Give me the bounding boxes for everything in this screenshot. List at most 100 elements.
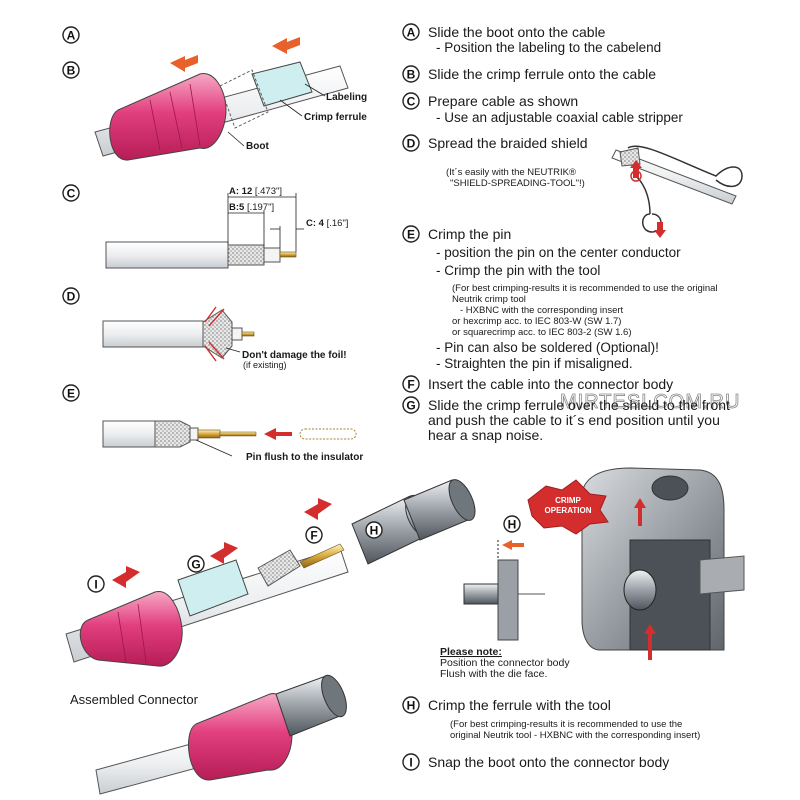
badge-h: H xyxy=(365,521,383,539)
arrow-down-icon xyxy=(654,222,666,238)
step-e-bullet-3: - Pin can also be soldered (Optional)! xyxy=(436,340,659,355)
instruction-e: E Crimp the pin - position the pin on th… xyxy=(402,225,718,371)
badge-h-tool: H xyxy=(503,515,521,533)
illustration-assembled-connector xyxy=(95,674,347,795)
step-a-title: Slide the boot onto the cable xyxy=(428,24,606,40)
svg-text:A: A xyxy=(67,29,76,43)
dim-a-label: A: 12 [.473"] xyxy=(229,186,282,197)
label-boot: Boot xyxy=(246,141,269,152)
svg-text:B: B xyxy=(407,68,416,82)
arrow-left-icon xyxy=(272,37,300,54)
label-crimp-ferrule: Crimp ferrule xyxy=(304,112,367,123)
pin-flush-label: Pin flush to the insulator xyxy=(246,452,363,463)
instruction-i: I Snap the boot onto the connector body xyxy=(402,753,669,771)
please-note-block: Please note: Position the connector body… xyxy=(440,646,570,680)
arrow-down-icon xyxy=(634,498,646,526)
svg-text:D: D xyxy=(407,137,416,151)
label-labeling: Labeling xyxy=(326,92,367,103)
illustration-boot-and-ferrule: Labeling Crimp ferrule Boot xyxy=(94,37,367,161)
svg-text:I: I xyxy=(409,756,412,770)
arrow-left-icon xyxy=(170,55,198,72)
step-a-sub: - Position the labeling to the cabelend xyxy=(436,40,661,55)
svg-text:G: G xyxy=(191,558,200,572)
step-g-line-2: and push the cable to it´s end position … xyxy=(428,412,720,428)
please-note-line-1: Position the connector body xyxy=(440,657,570,669)
svg-text:B: B xyxy=(67,64,76,78)
illustration-crimp-pin: Pin flush to the insulator xyxy=(102,420,363,463)
illustration-cable-strip-dimensions: A: 12 [.473"] B:5 [.197"] C: 4 [.16"] xyxy=(105,186,348,269)
badge-g: G xyxy=(187,555,205,573)
dim-c-label: C: 4 [.16"] xyxy=(306,218,348,229)
dim-b-label: B:5 [.197"] xyxy=(229,202,274,213)
illustration-die-alignment xyxy=(463,540,545,641)
step-e-fine-2: Neutrik crimp tool xyxy=(452,294,526,305)
svg-text:E: E xyxy=(67,387,75,401)
badge-e: E xyxy=(62,384,80,402)
badge-c: C xyxy=(62,184,80,202)
step-e-bullet-2: - Crimp the pin with the tool xyxy=(436,263,600,278)
arrow-right-icon xyxy=(112,566,140,588)
svg-text:A: A xyxy=(407,26,416,40)
svg-text:D: D xyxy=(67,290,76,304)
step-d-note-2: "SHIELD-SPREADING-TOOL"!) xyxy=(450,178,585,189)
arrow-up-icon xyxy=(644,624,656,660)
instruction-b: B Slide the crimp ferrule onto the cable xyxy=(402,65,656,83)
step-g-line-1: Slide the crimp ferrule over the shield … xyxy=(428,397,730,413)
bnc-connector-body xyxy=(351,479,476,565)
foil-note: (if existing) xyxy=(243,360,287,370)
please-note-line-2: Flush with the die face. xyxy=(440,668,547,680)
step-e-bullet-4: - Straighten the pin if misaligned. xyxy=(436,356,633,371)
arrow-right-icon xyxy=(304,498,332,520)
step-i-title: Snap the boot onto the connector body xyxy=(428,754,669,770)
step-h-fine-2: original Neutrik tool - HXBNC with the c… xyxy=(450,730,700,741)
illustration-shield-spreading-tool xyxy=(611,145,743,238)
please-note-heading: Please note: xyxy=(440,646,502,658)
step-d-note-1: (It´s easily with the NEUTRIK® xyxy=(446,167,576,178)
badge-b: B xyxy=(62,61,80,79)
svg-text:E: E xyxy=(407,228,415,242)
crimp-operation-badge: CRIMP OPERATION xyxy=(527,479,609,535)
svg-text:F: F xyxy=(310,529,317,543)
instruction-d: D Spread the braided shield (It´s easily… xyxy=(402,134,588,189)
svg-text:C: C xyxy=(407,95,416,109)
svg-text:OPERATION: OPERATION xyxy=(545,506,592,515)
step-e-fine-1: (For best crimping-results it is recomme… xyxy=(452,283,718,294)
instruction-h: H Crimp the ferrule with the tool (For b… xyxy=(402,696,700,741)
badge-f: F xyxy=(305,526,323,544)
badge-a: A xyxy=(62,26,80,44)
svg-text:H: H xyxy=(370,524,379,538)
svg-text:C: C xyxy=(67,187,76,201)
svg-text:G: G xyxy=(406,399,415,413)
svg-text:H: H xyxy=(508,518,517,532)
svg-text:CRIMP: CRIMP xyxy=(555,496,581,505)
watermark: MIRTESLCOM.RU xyxy=(560,391,740,413)
step-e-title: Crimp the pin xyxy=(428,226,511,242)
illustration-crimp-tool xyxy=(581,467,745,660)
step-e-bullet-1: - position the pin on the center conduct… xyxy=(436,245,681,260)
illustration-exploded-assembly: I G F H xyxy=(65,479,476,667)
badge-i: I xyxy=(87,575,105,593)
step-h-fine-1: (For best crimping-results it is recomme… xyxy=(450,719,682,730)
step-e-fine-3: - HXBNC with the corresponding insert xyxy=(460,305,624,316)
assembled-connector-label: Assembled Connector xyxy=(70,692,199,707)
step-c-sub: - Use an adjustable coaxial cable stripp… xyxy=(436,110,683,125)
instruction-f: F Insert the cable into the connector bo… xyxy=(402,375,673,393)
instruction-g: G Slide the crimp ferrule over the shiel… xyxy=(402,396,730,443)
svg-text:I: I xyxy=(94,578,97,592)
step-e-fine-5: or squarecrimp acc. to IEC 803-2 (SW 1.6… xyxy=(452,327,632,338)
instruction-c: C Prepare cable as shown - Use an adjust… xyxy=(402,92,683,125)
step-d-title: Spread the braided shield xyxy=(428,135,588,151)
svg-text:H: H xyxy=(407,699,416,713)
arrow-up-icon xyxy=(630,160,642,178)
arrow-left-icon xyxy=(264,428,292,440)
foil-warning: Don't damage the foil! xyxy=(242,350,347,361)
svg-text:F: F xyxy=(407,378,414,392)
step-c-title: Prepare cable as shown xyxy=(428,93,578,109)
step-b-title: Slide the crimp ferrule onto the cable xyxy=(428,66,656,82)
arrow-right-icon xyxy=(210,542,238,564)
step-g-line-3: hear a snap noise. xyxy=(428,427,543,443)
illustration-spread-shield: Don't damage the foil! (if existing) xyxy=(102,306,347,370)
step-f-title: Insert the cable into the connector body xyxy=(428,376,673,392)
instruction-a: A Slide the boot onto the cable - Positi… xyxy=(402,23,661,55)
